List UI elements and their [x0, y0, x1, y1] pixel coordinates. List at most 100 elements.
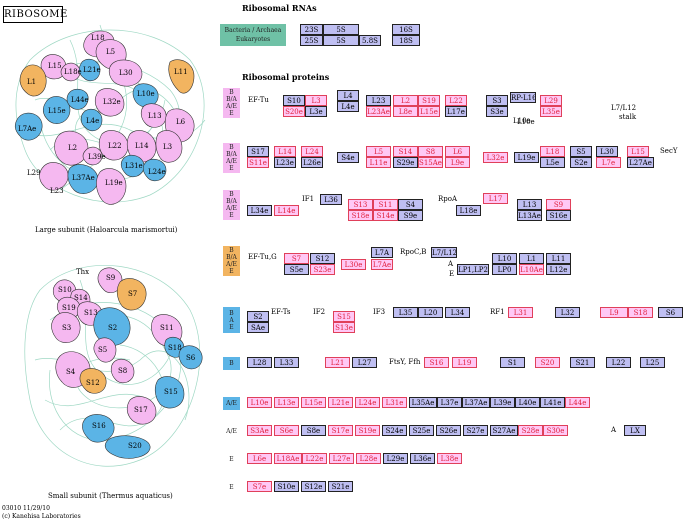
protein-key-l8e[interactable]: L8e: [393, 106, 418, 117]
protein-key-rp-l16[interactable]: RP-L16: [510, 92, 536, 103]
protein-key-l22[interactable]: L22: [606, 357, 631, 368]
protein-key-s1[interactable]: S1: [500, 357, 525, 368]
protein-key-s10e[interactable]: S10e: [274, 481, 299, 492]
protein-key-l19e[interactable]: L19e: [514, 152, 539, 163]
protein-key-l14e[interactable]: L14e: [274, 205, 299, 216]
protein-key-l37ae[interactable]: L37Ae: [462, 397, 490, 408]
protein-key-l18ae[interactable]: L18Ae: [274, 453, 302, 464]
protein-key-l23ae[interactable]: L23Ae: [366, 106, 391, 117]
protein-key-l35e[interactable]: L35e: [540, 106, 562, 117]
protein-key-s19e[interactable]: S19e: [355, 425, 380, 436]
protein-key-s21e[interactable]: S21e: [328, 481, 353, 492]
protein-key-s13e[interactable]: S13e: [333, 322, 355, 333]
protein-key-l20[interactable]: L20: [418, 307, 443, 318]
protein-key-s6e[interactable]: S6e: [274, 425, 299, 436]
protein-key-s11[interactable]: S11: [373, 199, 398, 210]
rrna-5S[interactable]: 5S: [323, 24, 359, 35]
protein-key-l23e[interactable]: L23e: [274, 157, 296, 168]
protein-key-sae[interactable]: SAe: [247, 322, 269, 333]
protein-key-s12[interactable]: S12: [310, 253, 335, 264]
protein-key-l4e[interactable]: L4e: [337, 101, 359, 112]
protein-key-s8e[interactable]: S8e: [301, 425, 326, 436]
protein-key-l31[interactable]: L31: [508, 307, 533, 318]
protein-key-l25[interactable]: L25: [640, 357, 665, 368]
protein-key-l11[interactable]: L11: [546, 253, 571, 264]
protein-key-s5[interactable]: S5: [570, 146, 592, 157]
protein-key-l2[interactable]: L2: [393, 95, 418, 106]
protein-key-s16e[interactable]: S16e: [546, 210, 571, 221]
protein-key-l30e[interactable]: L30e: [341, 259, 366, 270]
protein-key-l17[interactable]: L17: [483, 193, 508, 204]
protein-key-l15e[interactable]: L15e: [418, 106, 440, 117]
rrna-16S[interactable]: 16S: [392, 24, 420, 35]
protein-key-l27ae[interactable]: L27Ae: [627, 157, 654, 168]
protein-key-l27[interactable]: L27: [352, 357, 377, 368]
protein-key-l28[interactable]: L28: [247, 357, 272, 368]
protein-key-l21[interactable]: L21: [325, 357, 350, 368]
protein-key-l10e[interactable]: L10e: [247, 397, 272, 408]
protein-key-l7-l12[interactable]: L7/L12: [431, 247, 457, 258]
protein-key-l40e[interactable]: L40e: [515, 397, 540, 408]
protein-key-s29e[interactable]: S29e: [393, 157, 418, 168]
protein-key-s17e[interactable]: S17e: [328, 425, 353, 436]
protein-key-l19[interactable]: L19: [452, 357, 477, 368]
protein-key-l38e[interactable]: L38e: [437, 453, 462, 464]
protein-key-s25e[interactable]: S25e: [409, 425, 434, 436]
protein-key-s24e[interactable]: S24e: [382, 425, 407, 436]
protein-key-l31e[interactable]: L31e: [382, 397, 407, 408]
protein-key-s7[interactable]: S7: [284, 253, 309, 264]
protein-key-l44e[interactable]: L44e: [565, 397, 590, 408]
protein-key-s20e[interactable]: S20e: [283, 106, 305, 117]
protein-key-l35ae[interactable]: L35Ae: [409, 397, 437, 408]
protein-key-l41e[interactable]: L41e: [540, 397, 565, 408]
protein-key-s18e[interactable]: S18e: [348, 210, 373, 221]
protein-key-s9e[interactable]: S9e: [398, 210, 423, 221]
protein-key-s14[interactable]: S14: [393, 146, 418, 157]
protein-key-l14[interactable]: L14: [274, 146, 296, 157]
protein-key-s20[interactable]: S20: [535, 357, 560, 368]
protein-key-l15[interactable]: L15: [627, 146, 649, 157]
protein-key-l22e[interactable]: L22e: [302, 453, 327, 464]
protein-key-l35[interactable]: L35: [393, 307, 418, 318]
protein-key-lp1-lp2[interactable]: LP1,LP2: [457, 264, 489, 275]
protein-key-s27ae[interactable]: S27Ae: [490, 425, 518, 436]
protein-key-l34[interactable]: L34: [445, 307, 470, 318]
protein-key-s5e[interactable]: S5e: [284, 264, 309, 275]
protein-key-l1[interactable]: L1: [519, 253, 544, 264]
protein-key-l5e[interactable]: L5e: [540, 157, 565, 168]
protein-key-s15ae[interactable]: S15Ae: [418, 157, 443, 168]
protein-key-s11e[interactable]: S11e: [247, 157, 269, 168]
protein-key-s6[interactable]: S6: [658, 307, 683, 318]
protein-key-l32[interactable]: L32: [555, 307, 580, 318]
protein-key-l18[interactable]: L18: [540, 146, 565, 157]
protein-key-l21e[interactable]: L21e: [328, 397, 353, 408]
protein-key-l9e[interactable]: L9e: [445, 157, 470, 168]
protein-key-l33[interactable]: L33: [274, 357, 299, 368]
protein-key-s4e[interactable]: S4e: [337, 152, 359, 163]
protein-key-s3ae[interactable]: S3Ae: [247, 425, 272, 436]
protein-key-s14e[interactable]: S14e: [373, 210, 398, 221]
protein-key-l26e[interactable]: L26e: [301, 157, 323, 168]
protein-key-l12e[interactable]: L12e: [546, 264, 571, 275]
protein-key-s17[interactable]: S17: [247, 146, 269, 157]
protein-key-s15[interactable]: S15: [333, 311, 355, 322]
protein-key-s8[interactable]: S8: [418, 146, 443, 157]
protein-key-l18e[interactable]: L18e: [456, 205, 481, 216]
protein-key-l15e[interactable]: L15e: [301, 397, 326, 408]
protein-key-s18[interactable]: S18: [628, 307, 653, 318]
rrna-5S-euk[interactable]: 5S: [323, 35, 359, 46]
protein-key-l30[interactable]: L30: [596, 146, 618, 157]
protein-key-l10[interactable]: L10: [492, 253, 517, 264]
rrna-23S[interactable]: 23S: [300, 24, 323, 35]
protein-key-s26e[interactable]: S26e: [436, 425, 461, 436]
protein-key-l13ae[interactable]: L13Ae: [517, 210, 542, 221]
protein-key-l24e[interactable]: L24e: [355, 397, 380, 408]
protein-key-l11e[interactable]: L11e: [366, 157, 391, 168]
protein-key-s28e[interactable]: S28e: [518, 425, 543, 436]
protein-key-l13e[interactable]: L13e: [274, 397, 299, 408]
protein-key-s19[interactable]: S19: [418, 95, 440, 106]
protein-key-s10[interactable]: S10: [283, 95, 305, 106]
protein-key-l22[interactable]: L22: [445, 95, 467, 106]
protein-key-s27e[interactable]: S27e: [463, 425, 488, 436]
protein-key-l36[interactable]: L36: [320, 194, 342, 205]
